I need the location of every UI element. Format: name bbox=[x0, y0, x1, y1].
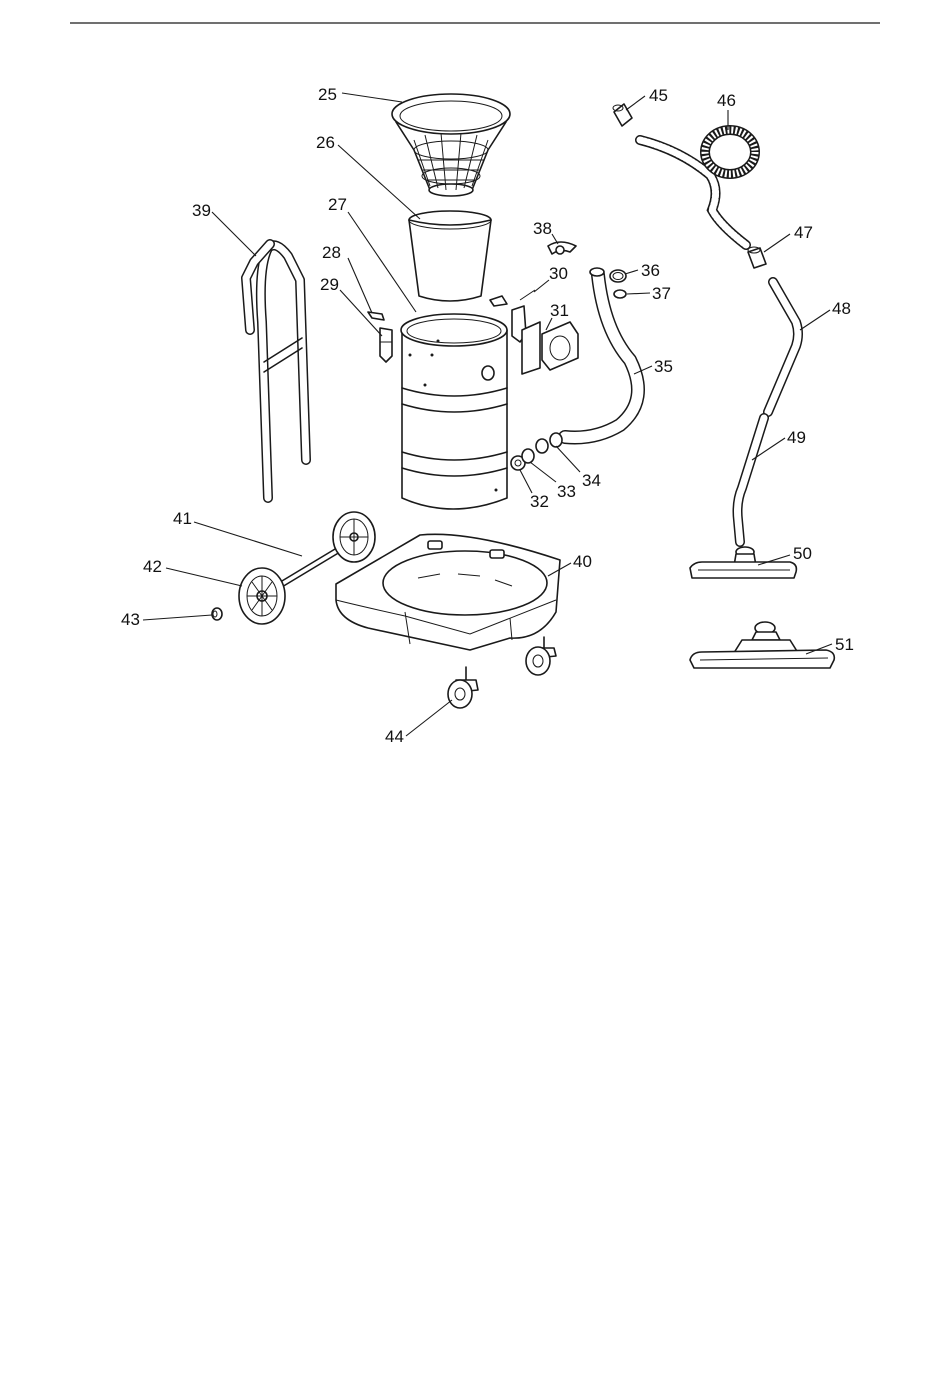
leader-26 bbox=[338, 145, 420, 219]
callout-44: 44 bbox=[385, 727, 404, 746]
part-37-ring bbox=[614, 290, 626, 298]
callout-48: 48 bbox=[832, 299, 851, 318]
leader-34 bbox=[556, 446, 580, 472]
callout-26: 26 bbox=[316, 133, 335, 152]
leader-48 bbox=[800, 310, 830, 330]
callout-39: 39 bbox=[192, 201, 211, 220]
part-50-floor-tool bbox=[690, 547, 796, 578]
callout-46: 46 bbox=[717, 91, 736, 110]
callout-41: 41 bbox=[173, 509, 192, 528]
callout-33: 33 bbox=[557, 482, 576, 501]
part-49-wand-lower bbox=[738, 418, 765, 542]
callout-45: 45 bbox=[649, 86, 668, 105]
callout-25: 25 bbox=[318, 85, 337, 104]
callout-36: 36 bbox=[641, 261, 660, 280]
callout-29: 29 bbox=[320, 275, 339, 294]
leader-45 bbox=[626, 96, 645, 110]
part-39-handle bbox=[246, 244, 306, 498]
leader-28 bbox=[348, 258, 372, 313]
leader-39 bbox=[212, 212, 256, 256]
callout-47: 47 bbox=[794, 223, 813, 242]
leader-37 bbox=[627, 293, 650, 294]
callout-49: 49 bbox=[787, 428, 806, 447]
callout-40: 40 bbox=[573, 552, 592, 571]
callout-31: 31 bbox=[550, 301, 569, 320]
leader-36 bbox=[625, 270, 638, 274]
part-46-coiled-hose bbox=[640, 130, 755, 245]
callout-38: 38 bbox=[533, 219, 552, 238]
part-44-caster-right bbox=[526, 637, 556, 675]
callout-27: 27 bbox=[328, 195, 347, 214]
part-34-ring bbox=[536, 433, 562, 453]
part-29-latch bbox=[380, 328, 392, 362]
callout-50: 50 bbox=[793, 544, 812, 563]
part-36-fitting bbox=[610, 270, 626, 282]
part-25-filter-basket bbox=[392, 94, 510, 196]
part-47-cuff bbox=[748, 247, 766, 268]
callout-32: 32 bbox=[530, 492, 549, 511]
part-31-motor-housing bbox=[522, 322, 578, 374]
leader-41 bbox=[194, 522, 302, 556]
callout-42: 42 bbox=[143, 557, 162, 576]
part-27-tank bbox=[401, 314, 507, 509]
leader-25 bbox=[342, 93, 402, 102]
leader-43 bbox=[143, 615, 212, 620]
leader-47 bbox=[764, 234, 790, 252]
leader-42 bbox=[166, 568, 242, 586]
leader-44 bbox=[406, 700, 452, 736]
callout-34: 34 bbox=[582, 471, 601, 490]
callout-35: 35 bbox=[654, 357, 673, 376]
part-42-wheel-front bbox=[239, 568, 285, 624]
leader-30 bbox=[534, 280, 549, 292]
callout-37: 37 bbox=[652, 284, 671, 303]
part-38-clamp bbox=[548, 242, 576, 254]
callout-28: 28 bbox=[322, 243, 341, 262]
part-44-caster-left bbox=[448, 667, 478, 708]
leader-27 bbox=[348, 212, 416, 312]
leader-33 bbox=[530, 462, 556, 482]
part-51-squeegee bbox=[690, 622, 834, 668]
leader-32 bbox=[520, 470, 532, 493]
callout-51: 51 bbox=[835, 635, 854, 654]
part-26-filter-bag bbox=[409, 211, 491, 301]
callout-30: 30 bbox=[549, 264, 568, 283]
callout-43: 43 bbox=[121, 610, 140, 629]
part-48-wand-upper bbox=[768, 282, 798, 412]
part-43-hub-cap bbox=[212, 608, 222, 620]
part-42-wheel-rear bbox=[333, 512, 375, 562]
part-33-washer bbox=[522, 449, 534, 463]
part-28-clip bbox=[368, 312, 384, 320]
